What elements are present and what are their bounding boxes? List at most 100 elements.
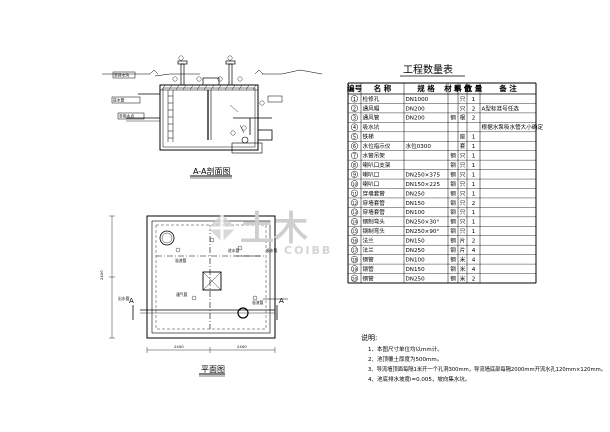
table-cell-number: 11 [352,191,358,196]
table-cell-number: 6 [353,144,356,150]
table-cell: 钢 [450,180,456,188]
table-cell: 根据水泵吸水管大小确定 [482,123,544,131]
table-header-cell: 数 量 [465,83,483,93]
table-header-cell: 编号 [347,83,362,93]
section-mark-right: A [279,297,284,305]
table-cell: 钢 [450,189,456,197]
row-number-circle [350,265,359,273]
row-number-circle [350,170,359,178]
table-cell: 钢 [450,246,456,254]
table-cell: DN250×30° [406,220,440,226]
row-number-circle [350,208,359,216]
table-cell: DN1000 [406,97,429,103]
row-number-circle [350,161,359,169]
plan-dim-3: 2400 [99,270,104,280]
table-cell: DN150×225 [406,182,441,188]
table-cell: DN250×375 [406,172,441,178]
row-number-circle [350,151,359,160]
table-cell: 只 [460,190,466,197]
plan-view [109,215,288,377]
row-number-circle [350,114,359,122]
table-cell: 钢 [450,255,456,263]
table-cell: 喇叭口支架 [363,161,391,169]
table-cell: 钢 [450,227,456,235]
table-cell: 只 [460,209,466,216]
table-cell: DN250×90° [406,229,440,235]
table-cell: DN100 [406,210,426,216]
table-cell: 钢管 [363,255,375,263]
table-cell: 喇叭口 [363,170,380,178]
table-cell: 2 [472,239,476,245]
table-cell: 座 [460,133,466,141]
table-cell: 通风帽 [363,104,380,112]
row-number-circle [350,227,359,235]
notes-heading: 说明: [361,333,377,342]
table-cell: 套 [460,142,466,150]
row-number-circle [350,274,359,282]
table-cell: 1 [472,163,476,169]
quantity-table-grid [347,82,537,284]
table-cell: 只 [460,162,466,169]
table-cell: DN200 [406,106,426,112]
table-cell: 根 [460,114,466,122]
table-cell-number: 14 [352,220,358,225]
row-number-circle [350,142,359,150]
table-cell: 2 [472,106,476,112]
table-header-cell: 备 注 [498,83,517,93]
table-header-cell: 名 称 [374,83,392,93]
table-cell: 通风管 [363,114,380,122]
table-cell: 钢 [450,161,456,169]
table-cell: DN100 [406,257,426,263]
table-cell: 只 [460,171,466,178]
table-cell: 只 [460,153,466,160]
row-number-circle [350,218,359,226]
table-cell: 法兰 [363,237,375,245]
section-view [102,55,323,179]
table-cell: 4 [472,267,476,273]
plan-label-5: 通气管 [176,292,188,297]
watermark-subtext: COIBB [284,244,332,257]
table-cell: 钢制弯头 [363,227,386,235]
table-cell: 只 [460,181,466,188]
plan-label-2: 进水管 [228,248,240,253]
table-header-cell: 材 料 [444,83,462,93]
watermark-text: 土木 [240,209,308,249]
table-cell: 米 [460,274,466,282]
table-header-cell: 规 格 [417,83,435,93]
table-cell: DN250 [406,248,426,254]
table-cell: 铁梯 [363,133,375,141]
table-cell: 只 [460,200,466,207]
table-cell: 1 [472,97,476,103]
table-cell: DN250 [406,191,426,197]
plan-label-1: 溢流管 [175,258,187,263]
table-cell: 水管吊架 [363,152,386,160]
plan-dim-1: 2400 [174,344,184,349]
table-cell-number: 10 [352,182,358,187]
table-cell-number: 12 [352,201,358,206]
row-number-circle [350,246,359,254]
table-cell: 只 [460,105,466,112]
table-cell: 2 [472,116,476,122]
table-cell-number: 3 [353,116,356,122]
table-cell: 1 [472,229,476,235]
table-cell-number: 4 [353,125,356,131]
table-cell: 钢 [450,265,456,273]
plan-dim-2: 2400 [237,344,247,349]
plan-label-6: 吸水管 [266,248,278,253]
row-number-circle [350,104,359,112]
table-cell: 钢管 [363,274,375,282]
table-cell: 钢 [450,170,456,178]
table-cell: 米 [460,255,466,263]
table-cell: DN200 [406,116,426,122]
table-cell: DN150 [406,201,426,207]
note-item-2: 2、池顶覆土厚度为500mm。 [368,355,442,363]
table-cell-number: 1 [353,97,356,103]
row-number-circle [350,189,359,197]
table-cell: 钢制弯头 [363,218,386,226]
table-cell: 1 [472,172,476,178]
table-cell: 2 [472,276,476,282]
table-cell: 只 [460,96,466,103]
table-cell: 穿墙套管 [363,199,386,207]
table-cell: 钢 [450,218,456,226]
